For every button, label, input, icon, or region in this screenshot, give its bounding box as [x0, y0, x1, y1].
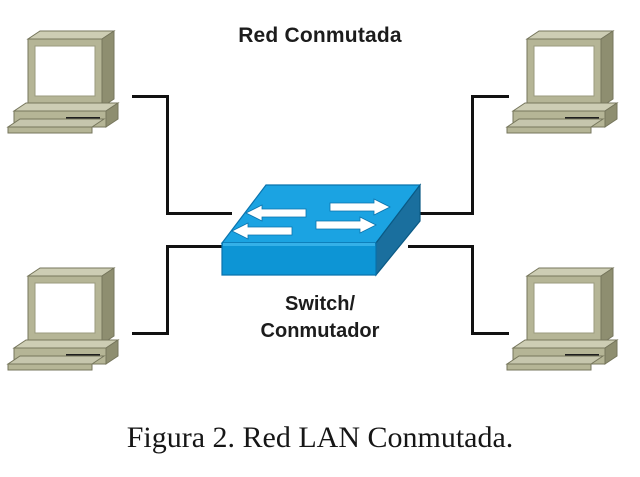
link-top-right-segment-h2	[408, 212, 474, 215]
link-bottom-right-segment-v	[471, 245, 474, 335]
network-switch[interactable]	[218, 181, 424, 281]
link-top-right-segment-v	[471, 95, 474, 215]
link-top-left-segment-h1	[132, 95, 169, 98]
desktop-computer-icon	[6, 267, 120, 371]
link-bottom-left-segment-v	[166, 245, 169, 335]
link-top-right-segment-h1	[471, 95, 509, 98]
link-bottom-left-segment-h1	[166, 245, 232, 248]
switch-label-line1: Switch/	[284, 293, 355, 315]
link-top-left-segment-v	[166, 95, 169, 215]
network-switch-icon	[220, 183, 422, 277]
link-bottom-left-segment-h2	[132, 332, 169, 335]
desktop-computer-icon	[505, 267, 619, 371]
pc-bottom-left[interactable]	[6, 264, 134, 372]
pc-top-left[interactable]	[6, 27, 134, 135]
link-bottom-right-segment-h2	[471, 332, 509, 335]
link-top-left-segment-h2	[166, 212, 232, 215]
switch-label-line2: Conmutador	[260, 320, 380, 342]
link-bottom-right-segment-h1	[408, 245, 474, 248]
switch-label: Switch/ Conmutador	[190, 291, 450, 345]
desktop-computer-icon	[6, 30, 120, 134]
page-title: Red Conmutada	[238, 24, 402, 47]
desktop-computer-icon	[505, 30, 619, 134]
pc-bottom-right[interactable]	[505, 264, 633, 372]
pc-top-right[interactable]	[505, 27, 633, 135]
figure-caption: Figura 2. Red LAN Conmutada.	[126, 421, 514, 454]
